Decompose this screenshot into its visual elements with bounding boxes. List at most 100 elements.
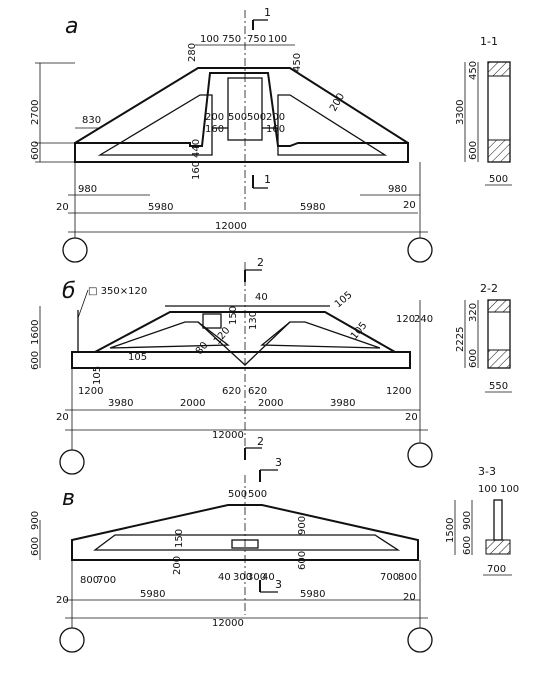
- support-right-c: [407, 627, 433, 653]
- dim-label: 1600: [30, 320, 41, 345]
- dim-label: 620: [222, 386, 241, 397]
- dim-label: 40: [255, 292, 268, 303]
- dim-label: 980: [78, 184, 97, 195]
- section-mark-bottom: 2: [244, 435, 264, 460]
- dim-label: 600: [468, 349, 479, 368]
- variant-c: в 3 3 500 500 900 600 150 200 900: [30, 456, 519, 653]
- svg-text:1: 1: [264, 173, 271, 186]
- dim-label: 160: [205, 124, 224, 135]
- dim-label: 5980: [140, 589, 165, 600]
- dim-label: 1500: [445, 518, 456, 543]
- dim-label: 12000: [215, 221, 247, 232]
- truss-c-inner: [93, 534, 401, 551]
- section-mark-bottom: 1: [252, 173, 271, 189]
- dim-label: 600: [297, 551, 308, 570]
- dim-label: 750: [247, 34, 266, 45]
- dim-label: 5980: [300, 589, 325, 600]
- support-right-a: [407, 237, 433, 263]
- dim-label: 1200: [78, 386, 103, 397]
- dim-label: 500: [228, 112, 247, 123]
- truss-b-top-chord: [94, 311, 396, 353]
- section-2-2: 2-2 2225 320 600 550: [455, 282, 512, 393]
- svg-text:3: 3: [275, 456, 282, 469]
- dim-label: 900: [462, 511, 473, 530]
- dim-label: 20: [403, 592, 416, 603]
- dim-label: 100: [200, 34, 219, 45]
- dim-label: 130: [248, 311, 259, 330]
- section-1-1: 1-1 3300 450 600 500: [455, 35, 512, 186]
- dim-label: 105: [349, 320, 370, 342]
- dim-label: 20: [405, 412, 418, 423]
- dim-label: 160: [191, 161, 202, 180]
- dim-label: 900: [297, 516, 308, 535]
- section-mark-top: 2: [244, 256, 264, 282]
- variant-b-dims: 40 130 150 120 240 105 105 105 80 120 10…: [30, 290, 433, 441]
- dim-label: 700: [487, 564, 506, 575]
- dim-label: 2000: [180, 398, 205, 409]
- dim-label: 105: [92, 366, 103, 385]
- dim-label: 150: [174, 529, 185, 548]
- section-mark-bottom: 3: [259, 578, 282, 593]
- dim-label: 200: [172, 556, 183, 575]
- dim-label: 200: [205, 112, 224, 123]
- section-title: 1-1: [480, 35, 498, 48]
- dim-label: 40: [262, 572, 275, 583]
- variant-b: б 2 2 □ 350×120 40 130: [30, 256, 512, 475]
- dim-label: 20: [403, 200, 416, 211]
- dim-label: 500: [247, 112, 266, 123]
- variant-a: а 1 1: [30, 6, 512, 263]
- dim-label: 500: [248, 489, 267, 500]
- dim-label: 440: [191, 139, 202, 158]
- truss-b-opening-right: [260, 321, 381, 349]
- variant-c-dims: 500 500 900 600 150 200 900 600 40 300 3…: [30, 489, 417, 629]
- dim-label: 105: [128, 352, 147, 363]
- variant-a-letter: а: [65, 14, 78, 39]
- section-title: 2-2: [480, 282, 498, 295]
- dim-label: 550: [489, 381, 508, 392]
- variant-c-letter: в: [62, 486, 75, 511]
- dim-label: 40: [218, 572, 231, 583]
- dim-label: 160: [266, 124, 285, 135]
- dim-label: 600: [462, 536, 473, 555]
- dim-label: 800: [80, 575, 99, 586]
- dim-label: 500: [489, 174, 508, 185]
- section-mark-top: 3: [259, 456, 282, 482]
- dim-label: 5980: [300, 202, 325, 213]
- svg-text:2: 2: [257, 256, 264, 269]
- dim-label: 12000: [212, 430, 244, 441]
- dim-label: 700: [380, 572, 399, 583]
- dim-label: 800: [398, 572, 417, 583]
- support-right-b: [407, 442, 433, 468]
- dim-label: 600: [30, 537, 41, 556]
- dim-label: 105: [333, 290, 355, 311]
- dim-label: 100: [478, 484, 497, 495]
- support-left-b: [59, 449, 85, 475]
- callout-label: □ 350×120: [88, 286, 147, 297]
- dim-label: 600: [468, 141, 479, 160]
- dim-label: 12000: [212, 618, 244, 629]
- dim-label: 830: [82, 115, 101, 126]
- svg-text:1: 1: [264, 6, 271, 19]
- dim-label: 300: [233, 572, 252, 583]
- dim-label: 700: [97, 575, 116, 586]
- truss-a-opening-right: [277, 94, 388, 156]
- dim-label: 450: [468, 61, 479, 80]
- dim-label: 2225: [455, 327, 466, 352]
- dim-label: 240: [414, 314, 433, 325]
- dim-label: 200: [266, 112, 285, 123]
- dim-label: 980: [388, 184, 407, 195]
- dim-label: 20: [56, 595, 69, 606]
- svg-text:3: 3: [275, 578, 282, 591]
- dim-label: 150: [228, 306, 239, 325]
- dim-label: 20: [56, 202, 69, 213]
- dim-label: 300: [247, 572, 266, 583]
- dim-label: 3300: [455, 100, 466, 125]
- section-title: 3-3: [478, 465, 496, 478]
- dim-label: 500: [228, 489, 247, 500]
- truss-a-top-chord: [74, 67, 409, 144]
- support-left-c: [59, 627, 85, 653]
- variant-a-dims: 100 750 750 100 280 450 200 830 200 160 …: [30, 34, 416, 232]
- dim-label: 450: [292, 53, 303, 72]
- dim-label: 600: [30, 141, 41, 160]
